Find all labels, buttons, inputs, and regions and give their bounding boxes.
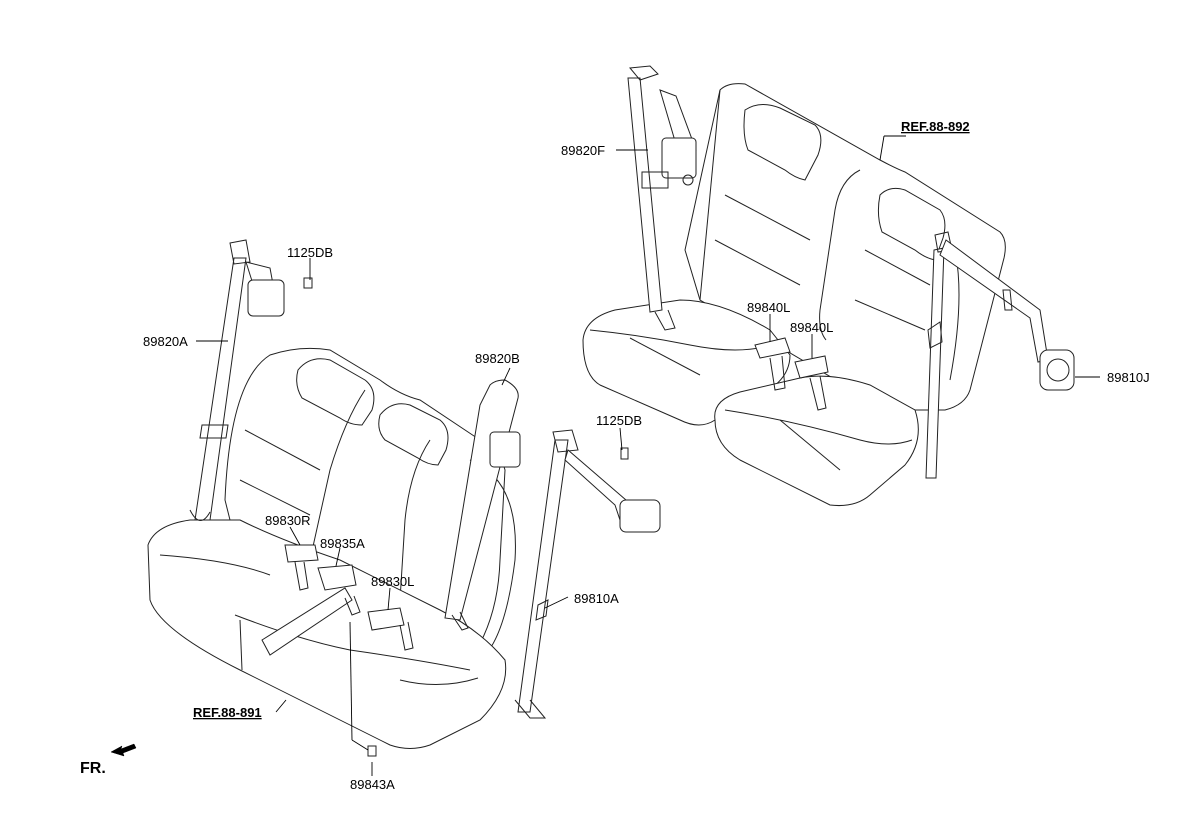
leader-lines xyxy=(196,135,1100,776)
third-row-seat xyxy=(582,83,1006,506)
label-89820A: 89820A xyxy=(143,334,188,349)
label-89840L-b: 89840L xyxy=(790,320,833,335)
label-1125DB-mid: 1125DB xyxy=(596,413,642,428)
label-89835A: 89835A xyxy=(320,536,365,551)
label-89810A: 89810A xyxy=(574,591,619,606)
belt-89820A xyxy=(189,239,313,521)
label-89840L-a: 89840L xyxy=(747,300,790,315)
label-89820B: 89820B xyxy=(475,351,520,366)
belt-89820B xyxy=(444,379,521,631)
buckles-89840L xyxy=(754,337,829,411)
second-row-seat xyxy=(147,347,516,749)
buckles-center xyxy=(261,544,414,757)
label-89830R: 89830R xyxy=(265,513,311,528)
label-fr: FR. xyxy=(80,760,106,777)
label-89820F: 89820F xyxy=(561,143,605,158)
front-direction-marker: FR. xyxy=(80,743,137,777)
label-89830L: 89830L xyxy=(371,574,414,589)
belt-89810J xyxy=(925,231,1075,479)
belt-89810A xyxy=(514,429,661,719)
part-labels: 89820F REF.88-892 1125DB 89820A 89820B 8… xyxy=(143,119,1150,792)
label-89810J: 89810J xyxy=(1107,370,1150,385)
label-89843A: 89843A xyxy=(350,777,395,792)
label-1125DB-top: 1125DB xyxy=(287,245,333,260)
belt-89820F xyxy=(627,65,697,331)
label-ref-88-891: REF.88-891 xyxy=(193,705,262,720)
label-ref-88-892: REF.88-892 xyxy=(901,119,970,134)
front-arrow-icon xyxy=(110,743,137,757)
